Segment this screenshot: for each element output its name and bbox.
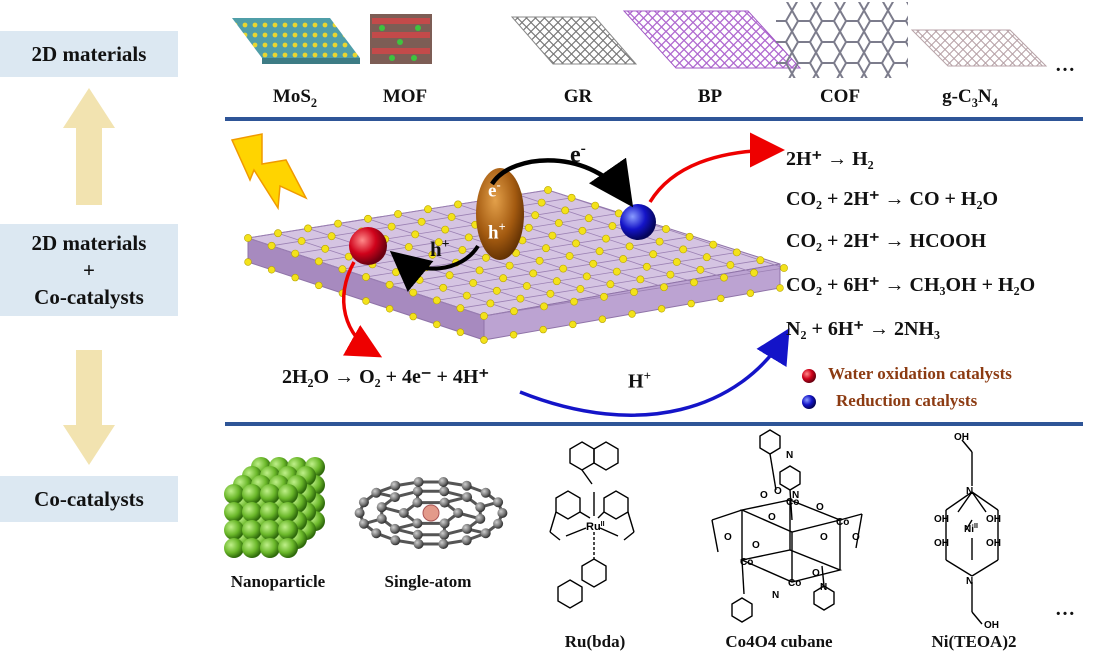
svg-text:O: O: [768, 512, 776, 523]
divider-bottom: [225, 422, 1083, 426]
up-arrow-icon: [63, 88, 115, 205]
label-mof: MOF: [382, 86, 428, 107]
down-arrow-icon: [63, 350, 115, 465]
ru-label: RuII: [586, 521, 605, 533]
g-c3n4-sheet: [910, 29, 1048, 67]
label-cof: COF: [819, 86, 861, 107]
mos2-sheet: [232, 18, 360, 64]
cof-sheet: [776, 2, 908, 78]
svg-text:OH: OH: [934, 514, 949, 525]
svg-text:Co: Co: [740, 557, 753, 568]
particle-hole-label: h+: [488, 220, 506, 244]
svg-text:O: O: [774, 486, 782, 497]
label-co4o4-cubane: Co4O4 cubane: [725, 632, 833, 651]
legend-blue-sphere: [802, 395, 816, 409]
legend-red-sphere: [802, 369, 816, 383]
label-single-atom: Single-atom: [384, 572, 472, 591]
svg-text:N: N: [820, 582, 827, 593]
svg-text:OH: OH: [984, 620, 999, 631]
label-g-c3n4: g-C3N4: [942, 86, 998, 110]
reduction-eq-1: 2H⁺ → H₂: [786, 148, 874, 170]
red-catalyst-sphere: [349, 227, 387, 265]
lightning-icon: [230, 133, 308, 211]
legend-reduction: Reduction catalysts: [836, 391, 978, 410]
svg-text:N: N: [966, 486, 973, 497]
label-ru-bda: Ru(bda): [564, 632, 626, 651]
svg-text:N: N: [792, 490, 799, 501]
electron-transfer-arrow: [490, 157, 634, 208]
oxidation-arrow: [341, 261, 383, 358]
label-gr: GR: [563, 86, 593, 107]
co4o4-cubane-structure: [711, 429, 863, 623]
reduction-eq-4: CO₂ + 6H⁺ → CH₃OH + H₂O: [786, 274, 1036, 296]
nanoparticle-cube: [224, 457, 325, 558]
reduction-eq-2: CO₂ + 2H⁺ → CO + H₂O: [786, 188, 999, 210]
legend-water-oxidation: Water oxidation catalysts: [828, 364, 1012, 383]
ni-atom-labels: NiII N N OH OH OH OH OH OH: [934, 432, 1001, 631]
electron-transfer-label: e-: [570, 140, 586, 168]
svg-text:OH: OH: [954, 432, 969, 443]
svg-text:O: O: [752, 540, 760, 551]
mof-sheet: [370, 14, 432, 64]
ni-teoa-structure: [945, 439, 999, 625]
svg-text:Co: Co: [788, 578, 801, 589]
proton-transfer-arrow: [519, 328, 790, 417]
svg-text:N: N: [966, 576, 973, 587]
svg-text:O: O: [852, 532, 860, 543]
svg-text:O: O: [820, 532, 828, 543]
svg-text:O: O: [724, 532, 732, 543]
svg-text:OH: OH: [934, 538, 949, 549]
bp-sheet: [622, 10, 802, 69]
2d-material-slab: [244, 186, 788, 344]
more-materials-ellipsis: …: [1055, 54, 1075, 76]
svg-text:N: N: [786, 450, 793, 461]
reduction-eq-3: CO₂ + 2H⁺ → HCOOH: [786, 230, 987, 252]
svg-text:N: N: [772, 590, 779, 601]
oxidation-equation: 2H₂O → O₂ + 4e⁻ + 4H⁺: [282, 366, 490, 388]
side-box-combined: 2D materials + Co-catalysts: [0, 224, 178, 316]
svg-text:Co: Co: [836, 517, 849, 528]
label-mos2: MoS2: [272, 86, 318, 110]
reduction-arrow: [648, 132, 785, 203]
more-catalysts-ellipsis: …: [1055, 598, 1075, 620]
side-box-co-catalysts: Co-catalysts: [0, 476, 178, 522]
particle-electron-label: e-: [488, 178, 501, 202]
gr-sheet: [510, 16, 638, 65]
proton-label: H+: [628, 368, 651, 393]
svg-text:OH: OH: [986, 538, 1001, 549]
blue-catalyst-sphere: [620, 204, 656, 240]
label-ni-teoa2: Ni(TEOA)2: [931, 632, 1017, 651]
hole-transfer-arrow: [389, 244, 480, 292]
divider-top: [225, 117, 1083, 121]
label-bp: BP: [697, 86, 723, 107]
single-atom-sheet: [354, 476, 508, 550]
label-nanoparticle: Nanoparticle: [230, 572, 326, 591]
svg-text:O: O: [760, 490, 768, 501]
svg-text:O: O: [816, 502, 824, 513]
svg-text:Co: Co: [786, 497, 799, 508]
hole-transfer-label: h+: [430, 236, 450, 261]
svg-text:OH: OH: [986, 514, 1001, 525]
svg-text:NiII: NiII: [964, 523, 978, 535]
side-box-2d-materials: 2D materials: [0, 31, 178, 77]
charge-particle: [476, 168, 524, 260]
reduction-eq-5: N₂ + 6H⁺ → 2NH₃: [786, 318, 940, 340]
svg-text:O: O: [812, 568, 820, 579]
ru-bda-structure: [549, 441, 635, 609]
